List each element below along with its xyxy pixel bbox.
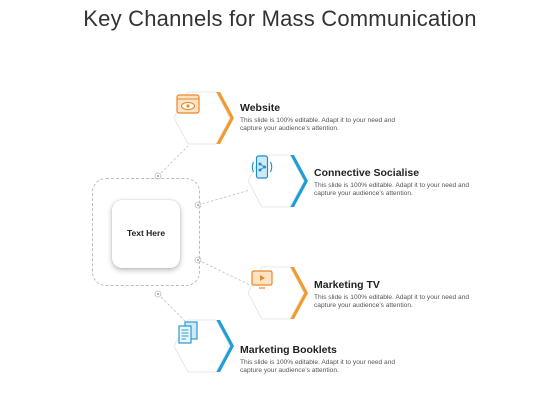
tv-play-icon [251, 270, 273, 289]
mobile-share-icon [251, 155, 273, 179]
marketing-tv-description: This slide is 100% editable. Adapt it to… [314, 294, 470, 310]
website-description: This slide is 100% editable. Adapt it to… [240, 117, 396, 133]
marketing-tv-hexagon [248, 265, 308, 321]
website-title: Website [240, 102, 281, 114]
center-label: Text Here [126, 228, 166, 238]
marketing-booklets-description: This slide is 100% editable. Adapt it to… [240, 359, 396, 375]
marketing-tv-title: Marketing TV [314, 279, 380, 291]
connective-socialise-title: Connective Socialise [314, 167, 420, 179]
marketing-booklets-hexagon [174, 318, 234, 374]
connective-socialise-description: This slide is 100% editable. Adapt it to… [314, 182, 470, 198]
website-icon [176, 94, 200, 114]
connective-socialise-hexagon [248, 153, 308, 209]
center-frame [92, 178, 200, 286]
page-title: Key Channels for Mass Communication [83, 6, 477, 31]
booklet-icon [178, 321, 198, 344]
website-hexagon [174, 90, 234, 146]
center-card [112, 200, 180, 268]
marketing-booklets-title: Marketing Booklets [240, 344, 337, 356]
